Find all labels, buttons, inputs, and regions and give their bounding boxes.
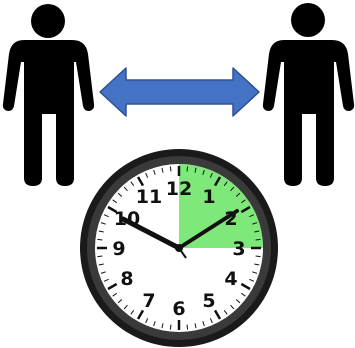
clock-minor-tick bbox=[187, 325, 188, 330]
right-person-icon bbox=[263, 3, 354, 186]
wall-clock-icon: 121234567891011 bbox=[80, 149, 278, 347]
clock-numeral-4: 4 bbox=[224, 268, 237, 290]
clock-minor-tick bbox=[97, 256, 102, 257]
clock-numeral-3: 3 bbox=[232, 238, 245, 260]
clock-minor-tick bbox=[256, 239, 261, 240]
clock-minor-tick bbox=[170, 325, 171, 330]
clock-highlight-segment bbox=[179, 164, 263, 248]
clock-center-pin bbox=[175, 244, 183, 252]
clock-minor-tick bbox=[256, 256, 261, 257]
clock-numeral-6: 6 bbox=[172, 298, 185, 320]
clock-numeral-8: 8 bbox=[120, 268, 133, 290]
clock-minor-tick bbox=[97, 239, 102, 240]
clock-numeral-1: 1 bbox=[202, 186, 215, 208]
left-person-icon bbox=[3, 4, 94, 186]
clock-numeral-12: 12 bbox=[166, 178, 192, 200]
clock-minor-tick bbox=[187, 166, 188, 171]
double-headed-arrow-icon bbox=[100, 68, 259, 116]
clock-numeral-9: 9 bbox=[112, 238, 125, 260]
clock-numeral-5: 5 bbox=[202, 290, 215, 312]
clock-numeral-11: 11 bbox=[136, 186, 162, 208]
clock-numeral-7: 7 bbox=[142, 290, 155, 312]
clock-minor-tick bbox=[170, 166, 171, 171]
